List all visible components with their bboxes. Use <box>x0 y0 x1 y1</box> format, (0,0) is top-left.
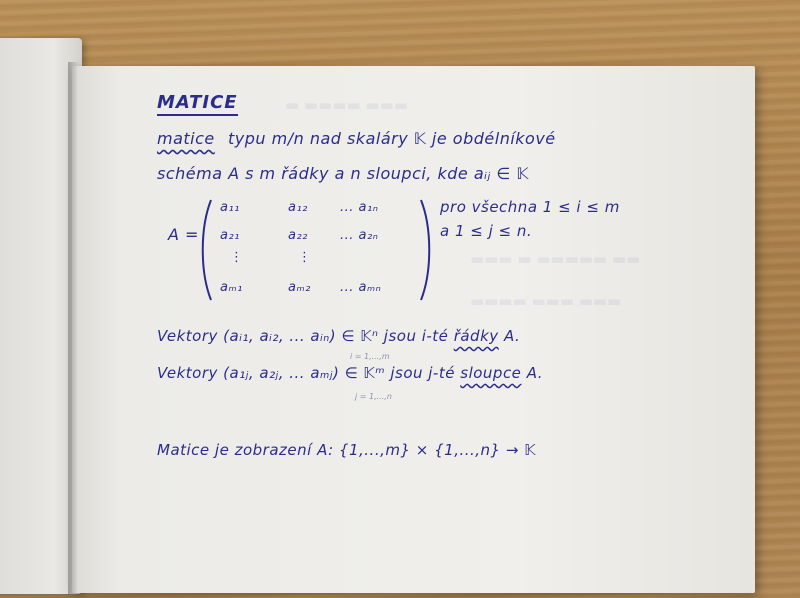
definition-line-1: typu m/n nad skaláry 𝕂 je obdélníkové <box>228 129 556 148</box>
matrix-cell: ... a₁ₙ <box>340 200 379 215</box>
column-term: sloupce <box>460 364 522 382</box>
matrix-cell: ⋮ <box>230 250 244 265</box>
row-vectors-text: Vektory (aᵢ₁, aᵢ₂, ... aᵢₙ) ∈ 𝕂ⁿ jsou i-… <box>157 327 521 345</box>
matrix-cell: aₘ₁ <box>220 280 243 295</box>
show-through-text: ▬ ▬▬▬▬ ▬▬▬ <box>285 96 408 114</box>
page-gutter-shadow <box>68 62 78 594</box>
matrix-cell: aₘ₂ <box>288 280 311 295</box>
definition-line-2: schéma A s m řádky a n sloupci, kde aᵢⱼ … <box>157 164 529 183</box>
right-bracket <box>420 199 431 301</box>
matrix-cell: a₂₂ <box>288 228 308 243</box>
show-through-text: ▬▬▬▬ ▬▬▬ ▬▬▬ <box>470 292 622 310</box>
matrix-cell: a₁₂ <box>288 200 308 215</box>
condition-line-1: pro všechna 1 ≤ i ≤ m <box>440 198 620 216</box>
matrix-cell: ⋮ <box>298 250 312 265</box>
page-title: MATICE <box>157 92 238 116</box>
mapping-text: Matice je zobrazení A: {1,...,m} × {1,..… <box>157 441 536 459</box>
matrix-cell: ... a₂ₙ <box>340 228 379 243</box>
column-vectors-text: Vektory (a₁ⱼ, a₂ⱼ, ... aₘⱼ) ∈ 𝕂ᵐ jsou j-… <box>157 364 544 382</box>
row-term: řádky <box>453 327 499 345</box>
condition-line-2: a 1 ≤ j ≤ n. <box>440 222 533 240</box>
column-index-note: j = 1,...,n <box>355 392 392 401</box>
row-index-note: i = 1,...,m <box>350 352 390 361</box>
matrix-cell: a₂₁ <box>220 228 240 243</box>
definition-term: matice <box>157 129 215 148</box>
matrix-cell: ... aₘₙ <box>340 280 382 295</box>
left-notebook-page <box>0 38 82 594</box>
matrix-lhs: A = <box>168 225 199 244</box>
show-through-text: ▬▬▬ ▬ ▬▬▬▬▬ ▬▬ <box>470 250 641 268</box>
matrix-cell: a₁₁ <box>220 200 240 215</box>
left-bracket <box>201 199 212 301</box>
notebook-page <box>72 66 755 593</box>
